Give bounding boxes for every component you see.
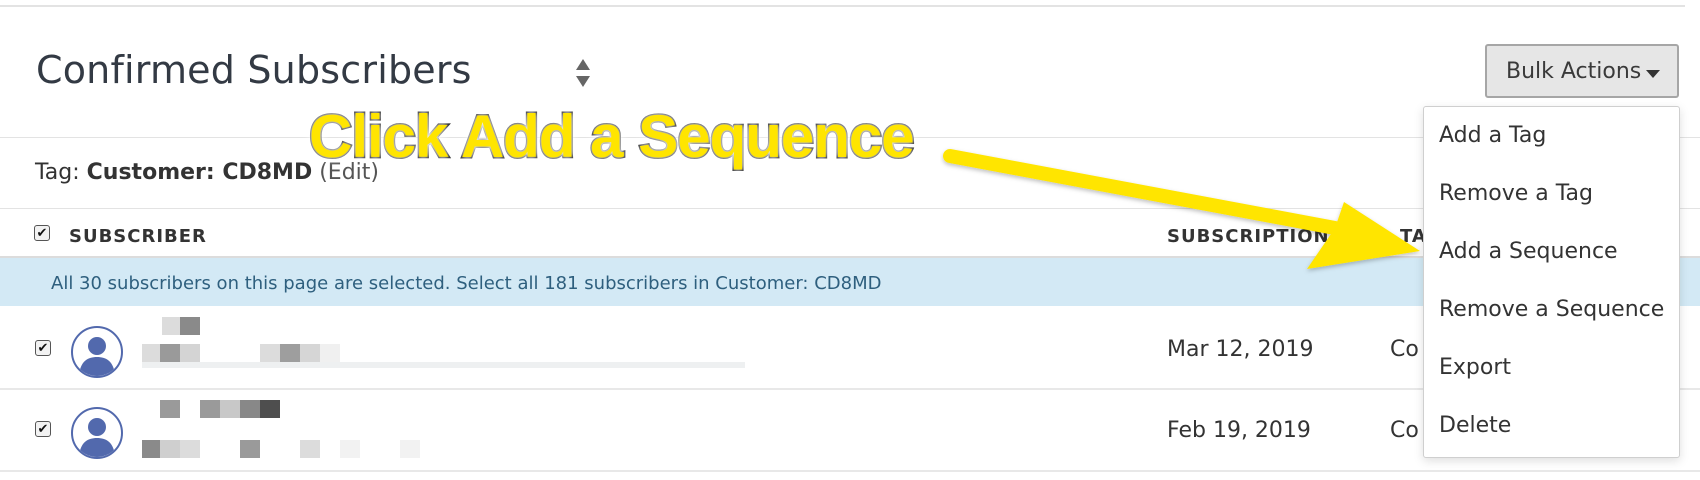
selection-banner: All 30 subscribers on this page are sele… bbox=[0, 258, 1700, 306]
subscription-date: Mar 12, 2019 bbox=[1167, 337, 1314, 362]
menu-item-delete[interactable]: Delete bbox=[1439, 413, 1512, 438]
pointer-arrow-icon bbox=[943, 149, 1420, 269]
select-all-checkbox[interactable]: ✔ bbox=[34, 225, 50, 241]
tag-name: Customer: CD8MD bbox=[86, 160, 313, 185]
sort-icon[interactable] bbox=[574, 57, 592, 89]
page-title: Confirmed Subscribers bbox=[36, 48, 472, 92]
selection-banner-text[interactable]: All 30 subscribers on this page are sele… bbox=[51, 273, 882, 294]
subscription-date: Feb 19, 2019 bbox=[1167, 418, 1311, 443]
top-divider bbox=[0, 5, 1685, 7]
status-text: Co bbox=[1390, 337, 1419, 362]
caret-down-icon bbox=[1646, 70, 1660, 78]
table-row[interactable]: ✔ Mar 12, 2019 Co bbox=[0, 309, 1700, 389]
row-checkbox[interactable]: ✔ bbox=[35, 340, 51, 356]
user-avatar-icon[interactable] bbox=[71, 407, 123, 459]
menu-item-export[interactable]: Export bbox=[1439, 355, 1512, 380]
user-avatar-icon[interactable] bbox=[71, 326, 123, 378]
table-row[interactable]: ✔ Feb 19, 2019 Co bbox=[0, 390, 1700, 470]
bulk-actions-menu: Add a Tag Remove a Tag Add a Sequence Re… bbox=[1423, 106, 1680, 458]
menu-item-remove-tag[interactable]: Remove a Tag bbox=[1439, 181, 1593, 206]
checkmark-icon: ✔ bbox=[36, 225, 48, 241]
checkmark-icon: ✔ bbox=[37, 340, 49, 356]
edit-tag-link[interactable]: (Edit) bbox=[319, 160, 379, 185]
tag-divider bbox=[0, 208, 1700, 209]
row-checkbox[interactable]: ✔ bbox=[35, 421, 51, 437]
bulk-actions-button[interactable]: Bulk Actions bbox=[1485, 44, 1679, 98]
row-divider bbox=[0, 470, 1700, 472]
checkmark-icon: ✔ bbox=[37, 421, 49, 437]
column-subscriber[interactable]: SUBSCRIBER bbox=[69, 226, 207, 247]
column-status[interactable]: TA bbox=[1400, 226, 1427, 247]
status-text: Co bbox=[1390, 418, 1419, 443]
column-divider bbox=[0, 256, 1700, 258]
bulk-actions-label: Bulk Actions bbox=[1506, 58, 1642, 84]
row-divider bbox=[0, 388, 1700, 390]
instruction-callout: Click Add a Sequence bbox=[308, 102, 917, 172]
tag-filter-line: Tag: Customer: CD8MD (Edit) bbox=[35, 160, 379, 185]
menu-item-remove-sequence[interactable]: Remove a Sequence bbox=[1439, 297, 1665, 322]
tag-prefix: Tag: bbox=[35, 160, 80, 185]
menu-item-add-tag[interactable]: Add a Tag bbox=[1439, 123, 1547, 148]
menu-item-add-sequence[interactable]: Add a Sequence bbox=[1439, 239, 1618, 264]
header-divider bbox=[0, 137, 1700, 138]
